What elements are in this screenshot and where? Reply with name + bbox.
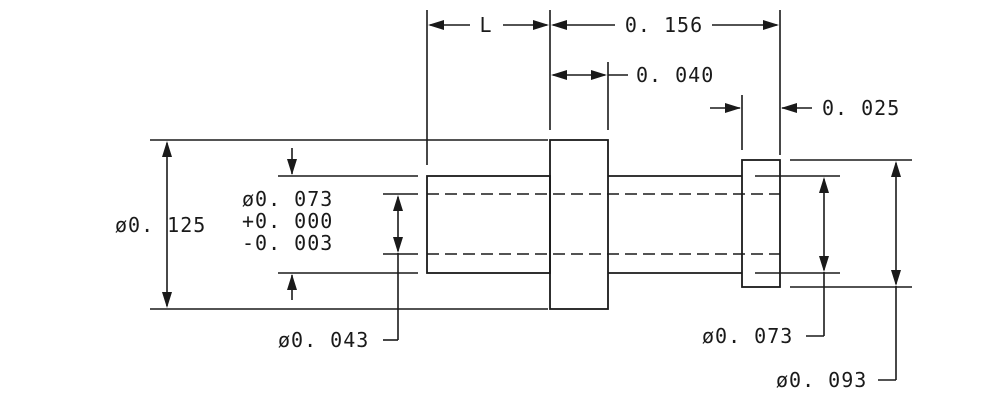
dim-flange-diameter: ø0. 125	[115, 213, 206, 237]
dim-length-label: L	[479, 13, 492, 37]
dim-bore-diameter: ø0. 043	[278, 328, 369, 352]
dim-overall-length: 0. 156	[625, 13, 703, 37]
dim-shank-diameter: ø0. 073	[242, 187, 333, 211]
main-flange	[549, 139, 609, 310]
dim-shank-tol-plus: +0. 000	[242, 209, 333, 233]
end-flange	[741, 159, 781, 288]
dimension-labels: L 0. 156 0. 040 0. 025 ø0. 125 ø0. 073 +…	[115, 13, 900, 392]
top-dimension-lines	[426, 10, 812, 165]
dim-flange-width: 0. 040	[636, 63, 714, 87]
right-dimension-lines	[755, 159, 912, 381]
dim-end-flange-diameter: ø0. 093	[776, 368, 867, 392]
left-shank	[426, 175, 551, 274]
dim-right-shank-diameter: ø0. 073	[702, 324, 793, 348]
dim-end-flange-width: 0. 025	[822, 96, 900, 120]
left-dimension-lines	[150, 139, 548, 341]
dim-shank-tol-minus: -0. 003	[242, 231, 333, 255]
part-outline	[426, 139, 781, 310]
bore-hidden-lines	[427, 193, 780, 255]
